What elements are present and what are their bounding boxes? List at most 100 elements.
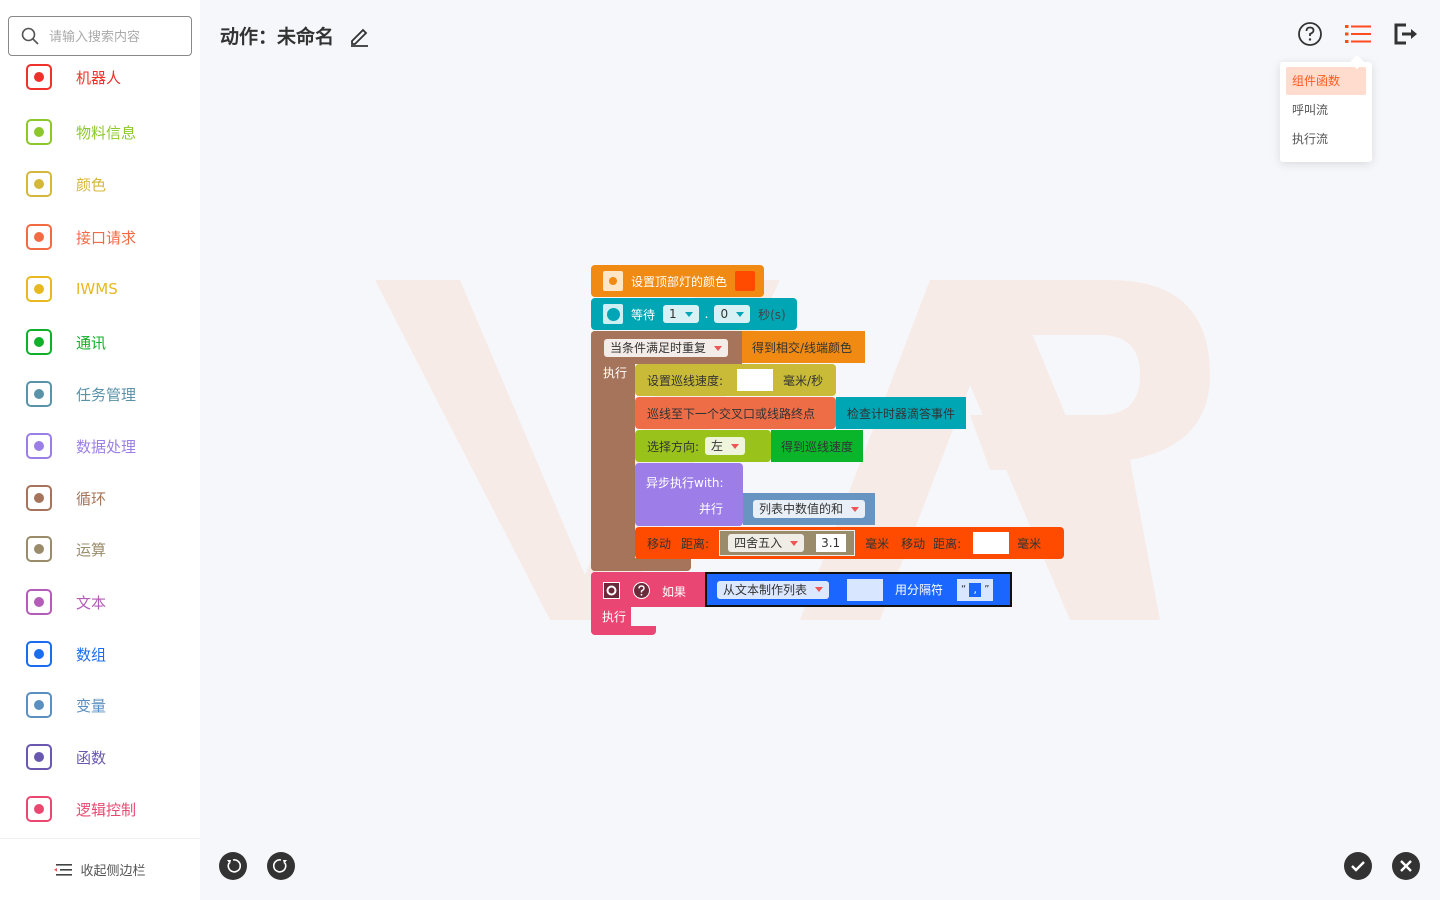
round-dropdown[interactable]: 四舍五入	[728, 534, 805, 552]
list-menu-button[interactable]	[1344, 20, 1372, 48]
speed-input[interactable]	[737, 369, 774, 391]
menu-item-component-functions[interactable]: 组件函数	[1286, 67, 1366, 95]
block-split-text-to-list[interactable]: 从文本制作列表 用分隔符 “ , ”	[705, 572, 1012, 607]
block-label: 并行	[699, 502, 724, 516]
sidebar-item[interactable]: 数组	[0, 634, 200, 674]
block-get-intersection-color[interactable]: 得到相交/线端颜色	[742, 331, 865, 363]
block-get-line-speed[interactable]: 得到巡线速度	[771, 430, 863, 462]
chart-icon	[26, 433, 52, 459]
code-icon	[26, 276, 52, 302]
block-label: 移动	[901, 536, 926, 551]
list-mode-dropdown[interactable]: 从文本制作列表	[717, 580, 830, 599]
help-icon[interactable]	[633, 582, 650, 599]
distance-input[interactable]	[973, 532, 1010, 554]
sidebar-item[interactable]: 机器人	[0, 57, 200, 97]
block-wait[interactable]: 等待 1 . 0 秒(s)	[591, 298, 797, 330]
help-icon	[1298, 22, 1322, 46]
wait-fraction-dropdown[interactable]: 0	[714, 305, 751, 323]
loop-mode-dropdown[interactable]: 当条件满足时重复	[604, 339, 729, 357]
block-label: 设置巡线速度:	[647, 373, 724, 388]
menu-item-call-flow[interactable]: 呼叫流	[1292, 103, 1329, 117]
block-check-timer-tick[interactable]: 检查计时器滴答事件	[836, 397, 966, 429]
sidebar-item-label: 循环	[76, 489, 107, 508]
plug-icon	[26, 224, 52, 250]
separator-text-block[interactable]: “ , ”	[957, 578, 994, 601]
dropdown-value: 四舍五入	[734, 536, 783, 550]
sidebar-item-label: 文本	[76, 593, 107, 612]
block-list-sum[interactable]: 列表中数值的和	[743, 493, 875, 525]
block-set-top-light-color[interactable]: 设置顶部灯的颜色	[591, 265, 764, 297]
undo-button[interactable]	[219, 852, 247, 880]
list-op-dropdown[interactable]: 列表中数值的和	[753, 500, 866, 518]
wait-seconds-dropdown[interactable]: 1	[663, 305, 699, 323]
separator-input[interactable]: ,	[969, 582, 982, 597]
inbox-icon	[26, 119, 52, 145]
number-input[interactable]: 3.1	[816, 534, 847, 552]
block-label: 检查计时器滴答事件	[847, 406, 956, 421]
sidebar-item[interactable]: 任务管理	[0, 374, 200, 414]
confirm-button[interactable]	[1344, 852, 1372, 880]
sidebar-item-label: 数组	[76, 645, 107, 664]
redo-button[interactable]	[267, 852, 295, 880]
gear-icon[interactable]	[603, 582, 620, 599]
block-round[interactable]: 四舍五入 3.1	[719, 530, 856, 556]
close-icon	[1400, 860, 1412, 872]
redo-icon	[273, 859, 287, 873]
menu-item-exec-flow[interactable]: 执行流	[1292, 132, 1329, 146]
robot-icon	[26, 64, 52, 90]
block-label: 毫米	[865, 536, 890, 551]
sidebar-item[interactable]: 运算	[0, 529, 200, 569]
block-label: 如果	[662, 585, 687, 599]
block-label: 设置顶部灯的颜色	[631, 274, 728, 289]
sidebar-item-label: 机器人	[76, 68, 122, 87]
action-title: 动作：未命名	[220, 26, 335, 48]
sidebar-item-label: 数据处理	[76, 437, 137, 456]
block-label: 选择方向:	[647, 439, 700, 454]
search-box[interactable]	[8, 16, 192, 56]
cancel-button[interactable]	[1392, 852, 1420, 880]
page-title: 动作：未命名	[220, 22, 370, 49]
sidebar-item-label: 物料信息	[76, 123, 137, 142]
sidebar-item[interactable]: IWMS	[0, 269, 200, 309]
block-label: 异步执行with:	[646, 476, 724, 490]
sidebar-item[interactable]: 接口请求	[0, 217, 200, 257]
undo-icon	[227, 859, 241, 873]
block-line-to-next-cross[interactable]: 巡线至下一个交叉口或线路终点	[635, 397, 836, 429]
sidebar-item-label: 颜色	[76, 175, 107, 194]
sidebar-item[interactable]: 文本	[0, 582, 200, 622]
exit-button[interactable]	[1392, 20, 1420, 48]
sidebar-item-label: IWMS	[76, 280, 118, 298]
block-move-distance[interactable]: 移动 距离: 四舍五入 3.1 毫米 移动 距离: 毫米	[635, 527, 1064, 559]
edit-icon[interactable]	[348, 25, 370, 47]
sidebar-item[interactable]: 循环	[0, 478, 200, 518]
block-async-exec[interactable]: 异步执行with: 并行	[635, 463, 743, 526]
variable-icon	[26, 692, 52, 718]
sidebar-item[interactable]: 颜色	[0, 164, 200, 204]
sidebar-item[interactable]: 函数	[0, 737, 200, 777]
help-button[interactable]	[1296, 20, 1324, 48]
direction-dropdown[interactable]: 左	[705, 437, 746, 455]
block-label: 移动	[647, 536, 672, 551]
sidebar-item-label: 接口请求	[76, 228, 137, 247]
exit-icon	[1394, 23, 1417, 45]
sidebar-item[interactable]: 变量	[0, 685, 200, 725]
palette-icon	[26, 171, 52, 197]
color-swatch[interactable]	[735, 271, 756, 291]
chat-icon	[26, 329, 52, 355]
exec-label: 执行	[603, 366, 628, 380]
collapse-sidebar-button[interactable]: 收起侧边栏	[0, 838, 200, 900]
collapse-menu-icon	[54, 863, 73, 876]
text-input-slot[interactable]	[847, 578, 884, 601]
block-set-line-speed[interactable]: 设置巡线速度: 毫米/秒	[635, 364, 836, 396]
checklist-icon	[26, 381, 52, 407]
logic-icon	[26, 796, 52, 822]
sidebar-item[interactable]: 数据处理	[0, 426, 200, 466]
sidebar-item[interactable]: 逻辑控制	[0, 789, 200, 829]
sidebar-item[interactable]: 通讯	[0, 322, 200, 362]
block-choose-direction[interactable]: 选择方向: 左	[635, 430, 771, 462]
block-label: 用分隔符	[895, 583, 944, 597]
sidebar-item-label: 变量	[76, 696, 107, 715]
search-input[interactable]	[49, 28, 179, 44]
sidebar-item[interactable]: 物料信息	[0, 112, 200, 152]
